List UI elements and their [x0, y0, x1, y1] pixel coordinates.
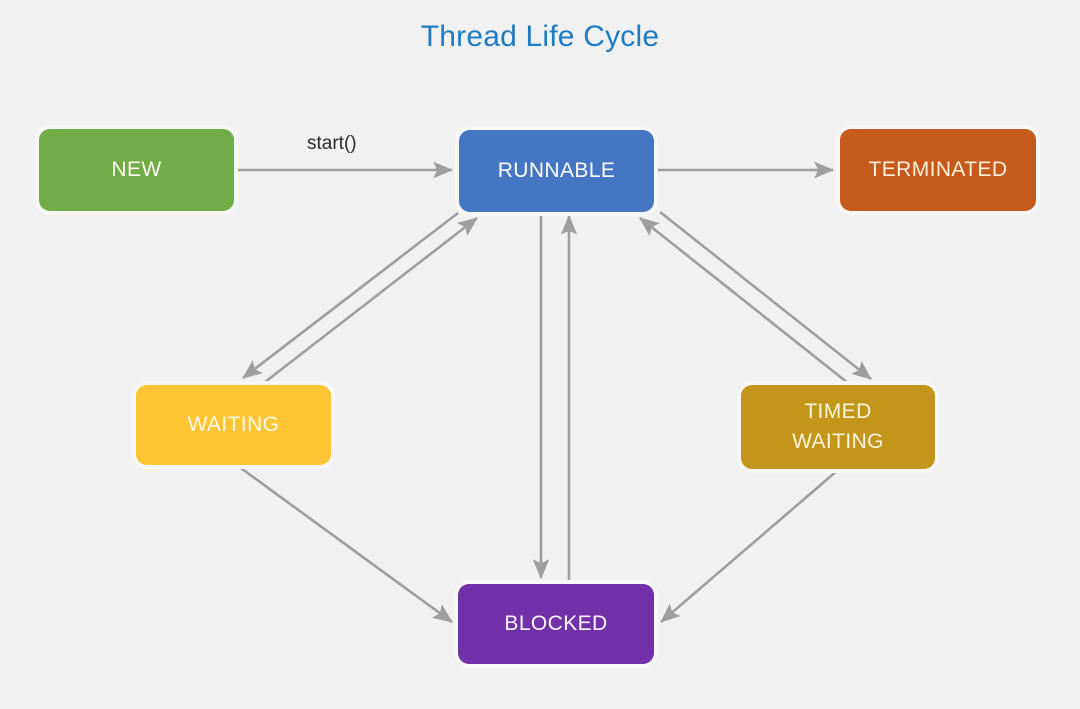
edge-timed-waiting-to-runnable	[639, 216, 849, 385]
edge-runnable-to-timed-waiting	[659, 210, 872, 381]
edge-runnable-to-waiting	[242, 211, 459, 380]
edge-waiting-to-blocked	[237, 464, 453, 624]
state-node-waiting[interactable]: WAITING	[136, 385, 331, 465]
state-node-runnable[interactable]: RUNNABLE	[459, 130, 654, 212]
edge-label-start-call: start()	[307, 133, 357, 154]
state-node-timed-waiting[interactable]: TIMED WAITING	[741, 385, 935, 469]
state-node-new[interactable]: NEW	[39, 129, 234, 211]
state-node-blocked[interactable]: BLOCKED	[458, 584, 654, 664]
page-title: Thread Life Cycle	[420, 20, 660, 53]
state-node-terminated[interactable]: TERMINATED	[840, 129, 1036, 211]
edge-timed-waiting-to-blocked	[660, 469, 839, 623]
edge-waiting-to-runnable	[264, 216, 478, 384]
